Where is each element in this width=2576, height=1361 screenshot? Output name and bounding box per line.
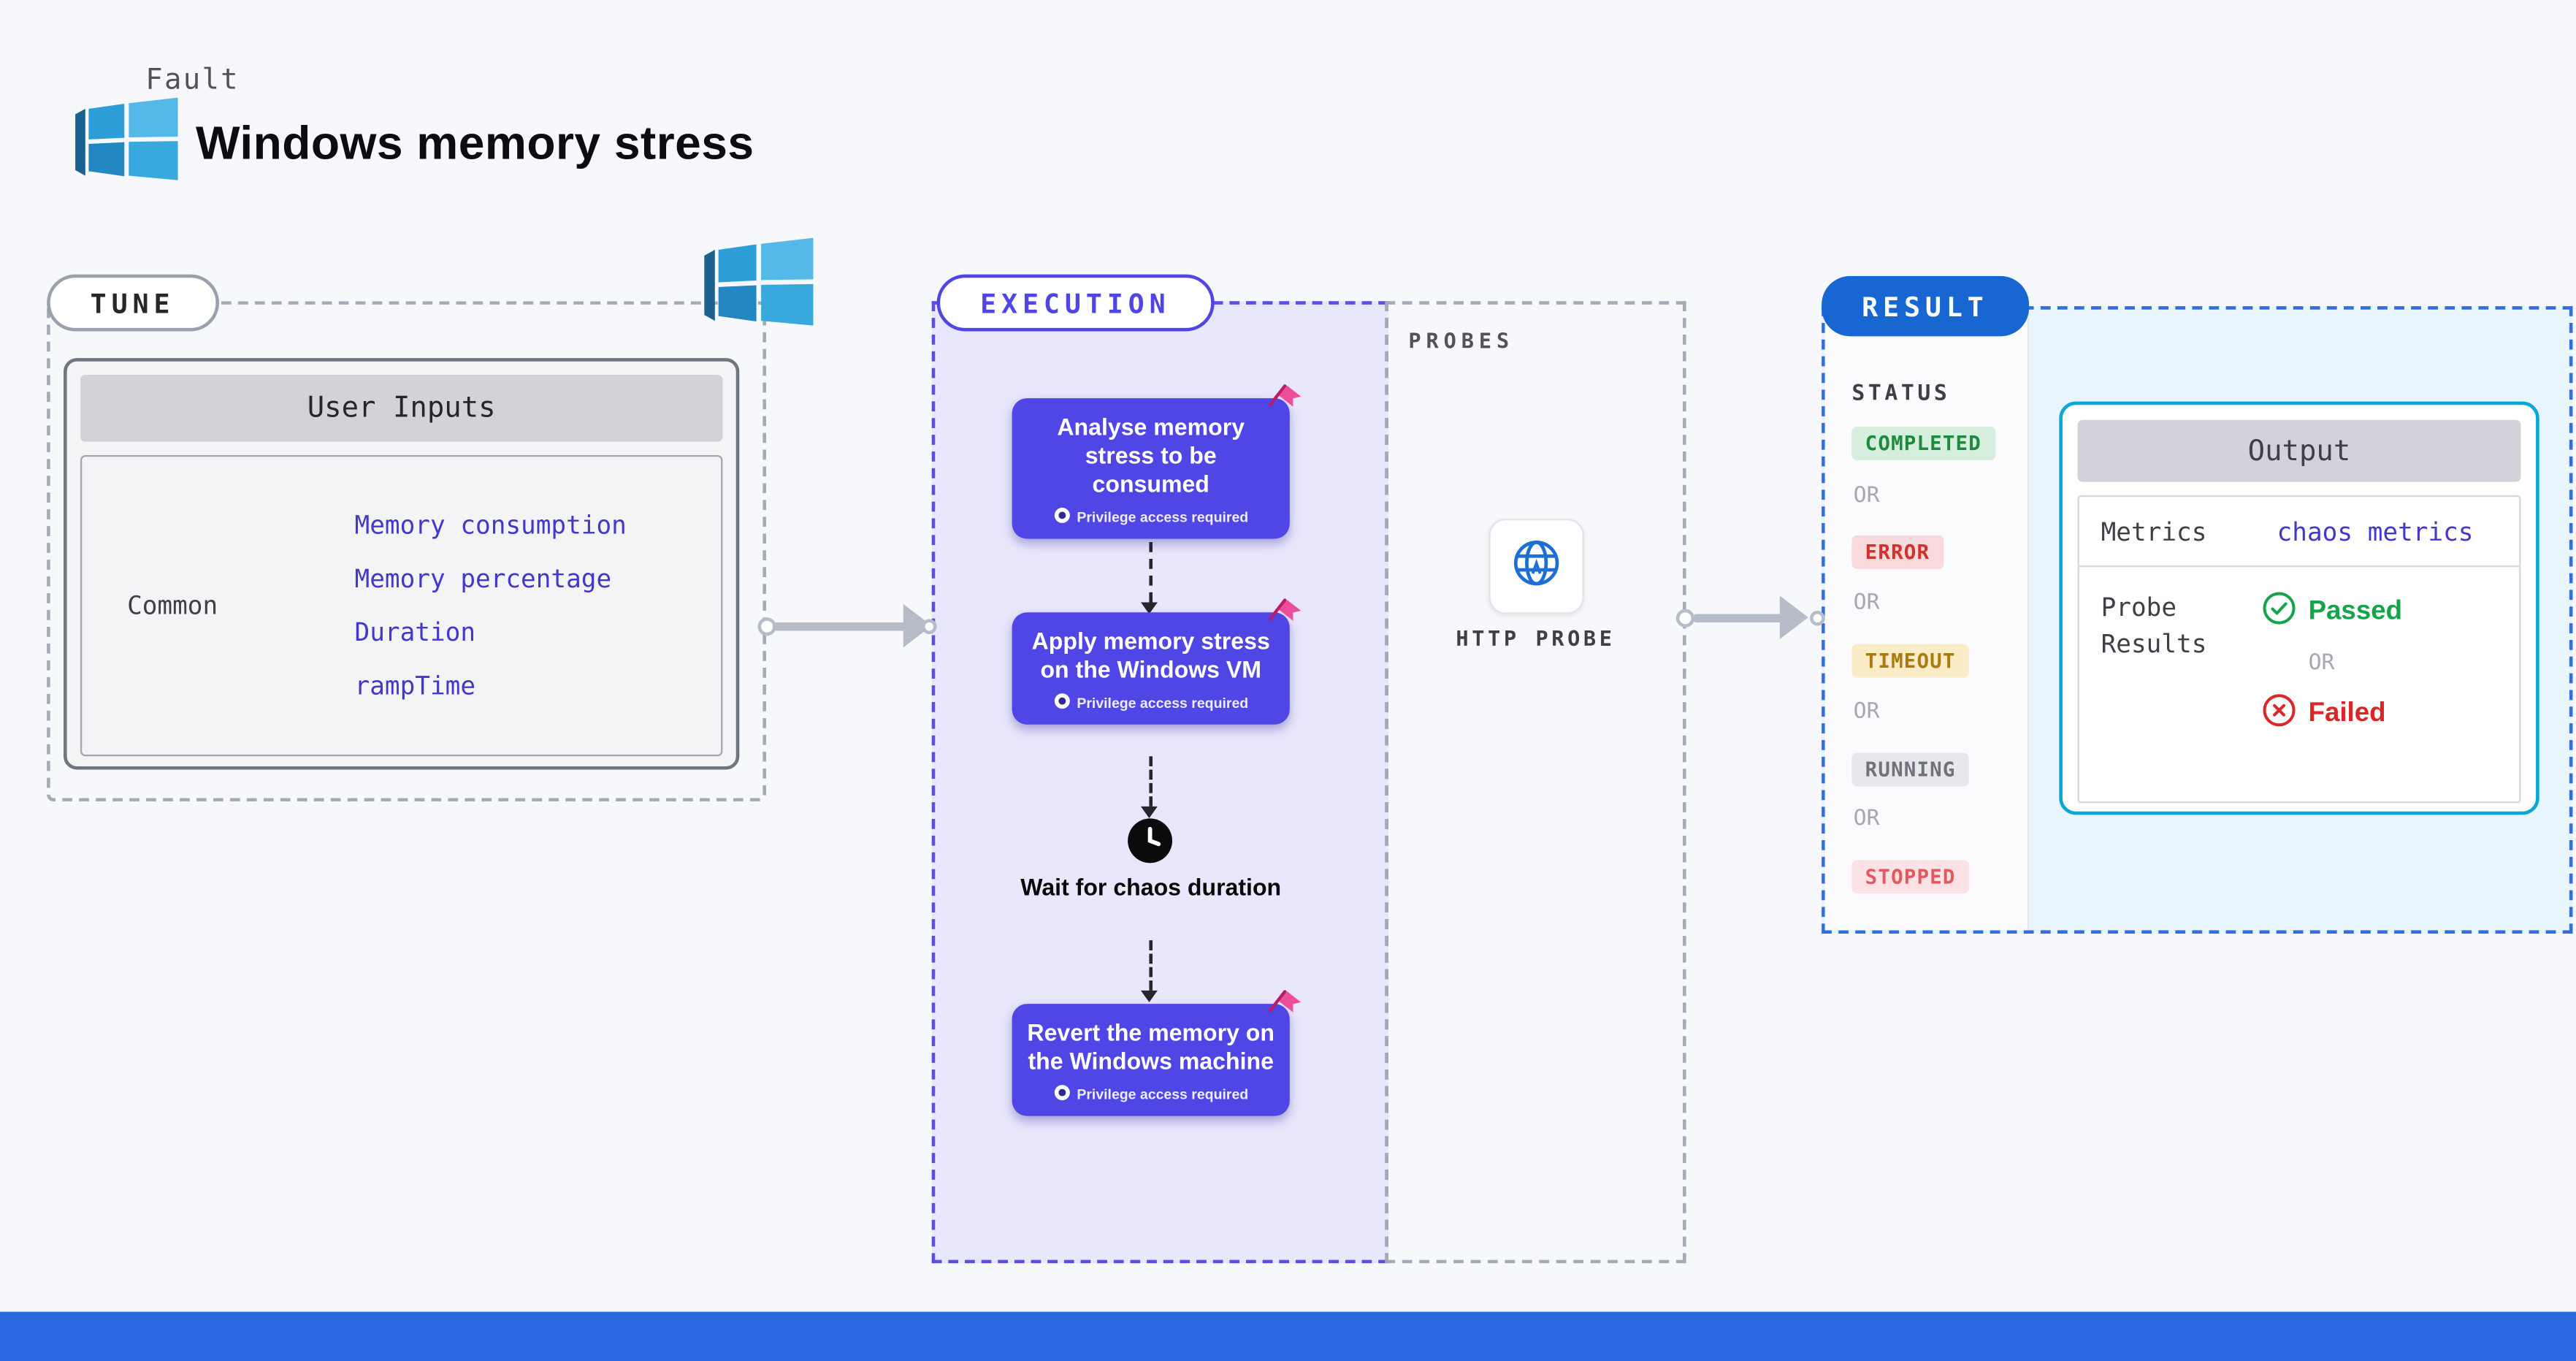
status-badge-completed: COMPLETED — [1851, 427, 1995, 460]
flag-icon — [1266, 987, 1305, 1026]
failed-label: Failed — [2308, 699, 2386, 728]
output-card: Output Metrics chaos metrics Probe Resul… — [2059, 401, 2539, 815]
connector-dot-icon — [757, 616, 776, 636]
status-badge-timeout: TIMEOUT — [1851, 644, 1969, 678]
privilege-badge: Privilege access required — [1025, 507, 1277, 527]
step-label: Revert the memory on the Windows machine — [1027, 1018, 1274, 1075]
arrow-probes-to-result — [1692, 613, 1784, 622]
or-label: OR — [1853, 699, 1880, 725]
passed-label: Passed — [2308, 597, 2402, 626]
privilege-label: Privilege access required — [1077, 508, 1249, 526]
check-circle-icon — [2261, 590, 2296, 634]
input-group-label: Common — [127, 590, 218, 621]
footer-bar — [0, 1311, 2576, 1361]
probes-section-frame — [1385, 301, 1686, 1264]
status-badge-stopped: STOPPED — [1851, 860, 1969, 894]
result-badge: RESULT — [1822, 275, 2029, 337]
arrowhead-icon — [1779, 595, 1808, 639]
user-inputs-header: User Inputs — [80, 375, 723, 442]
globe-icon — [1509, 535, 1564, 598]
input-link-ramptime[interactable]: rampTime — [354, 671, 476, 701]
status-badge-running: RUNNING — [1851, 752, 1969, 787]
windows-logo-icon — [704, 237, 818, 341]
step-revert-memory: Revert the memory on the Windows machine… — [1012, 990, 1302, 1116]
http-probe-label: HTTP PROBE — [1456, 625, 1616, 651]
arrowhead-icon — [1140, 990, 1158, 1002]
step-connector — [1149, 756, 1153, 807]
connector-dot-icon — [921, 618, 937, 633]
or-label: OR — [1853, 590, 1880, 616]
passed-line: Passed — [2261, 590, 2497, 634]
output-rows: Metrics chaos metrics Probe Results Pass… — [2077, 495, 2521, 804]
probes-section-label: PROBES — [1408, 327, 1515, 354]
step-connector — [1149, 940, 1153, 991]
probe-results-row: Probe Results Passed OR — [2079, 567, 2519, 752]
fault-kind-label: Fault — [145, 64, 240, 97]
arrowhead-icon — [1140, 806, 1158, 818]
failed-line: Failed — [2261, 693, 2497, 736]
flag-icon — [1266, 381, 1305, 420]
probe-results-values: Passed OR Failed — [2255, 590, 2497, 736]
privilege-badge: Privilege access required — [1025, 1084, 1277, 1104]
http-probe-card — [1488, 518, 1584, 614]
metrics-row: Metrics chaos metrics — [2079, 497, 2520, 568]
metrics-label: Metrics — [2101, 516, 2207, 546]
step-apply-memory-stress: Apply memory stress on the Windows VM Pr… — [1012, 598, 1302, 725]
step-label: Apply memory stress on the Windows VM — [1031, 627, 1270, 683]
privilege-icon — [1053, 693, 1070, 713]
privilege-label: Privilege access required — [1077, 1086, 1249, 1103]
step-wait-for-chaos-duration: Wait for chaos duration — [1020, 873, 1282, 901]
or-label: OR — [1853, 806, 1880, 832]
step-label: Analyse memory stress to be consumed — [1057, 413, 1245, 497]
probe-results-label: Probe Results — [2101, 592, 2207, 659]
input-link-memory-consumption[interactable]: Memory consumption — [354, 510, 627, 541]
or-label: OR — [1853, 483, 1880, 509]
page-title: Windows memory stress — [195, 117, 754, 169]
input-link-duration[interactable]: Duration — [354, 617, 476, 648]
input-links-list: Memory consumption Memory percentage Dur… — [324, 457, 721, 755]
clock-icon — [1125, 817, 1174, 865]
status-column — [1824, 309, 2030, 931]
or-label: OR — [2308, 650, 2335, 676]
execution-badge: EXECUTION — [936, 274, 1215, 332]
tune-badge: TUNE — [47, 274, 218, 332]
privilege-icon — [1053, 1084, 1070, 1104]
arrowhead-icon — [1140, 602, 1158, 614]
x-circle-icon — [2261, 693, 2296, 736]
arrow-tune-to-execution — [773, 621, 910, 630]
step-connector — [1149, 542, 1153, 603]
user-inputs-body: Common Memory consumption Memory percent… — [80, 454, 723, 757]
chaos-metrics-link[interactable]: chaos metrics — [2277, 516, 2474, 546]
privilege-badge: Privilege access required — [1025, 693, 1277, 713]
input-link-memory-percentage[interactable]: Memory percentage — [354, 563, 612, 595]
connector-dot-icon — [1810, 610, 1825, 626]
flag-icon — [1266, 595, 1305, 634]
output-header: Output — [2077, 419, 2521, 482]
privilege-icon — [1053, 507, 1070, 527]
step-analyse-memory-stress: Analyse memory stress to be consumed Pri… — [1012, 384, 1302, 540]
status-header: STATUS — [1851, 381, 1951, 407]
connector-dot-icon — [1675, 608, 1695, 627]
user-inputs-table: User Inputs Common Memory consumption Me… — [64, 358, 740, 770]
windows-logo-icon — [75, 97, 183, 196]
privilege-label: Privilege access required — [1077, 694, 1249, 712]
status-badge-error: ERROR — [1851, 535, 1944, 569]
tune-section-frame — [47, 301, 766, 802]
